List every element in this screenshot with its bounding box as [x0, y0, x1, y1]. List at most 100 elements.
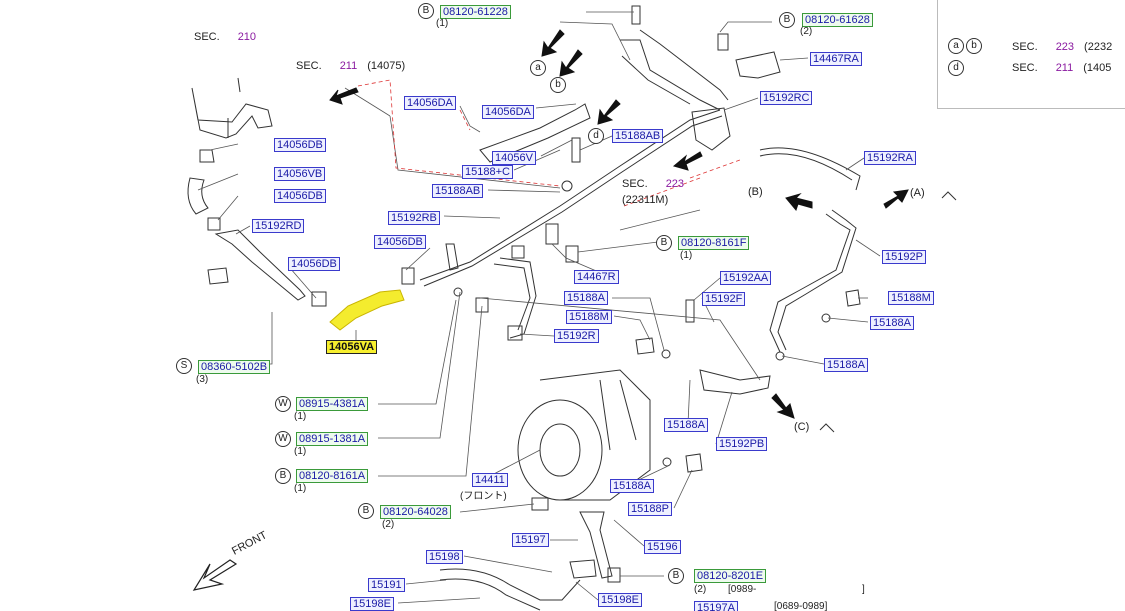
legend-sec-211: SEC.211(1405: [1012, 62, 1111, 74]
part-08120-64028[interactable]: 08120-64028: [380, 505, 451, 519]
front-jp-label: (フロント): [460, 491, 507, 502]
part-14056v[interactable]: 14056V: [492, 151, 536, 165]
part-15192rc[interactable]: 15192RC: [760, 91, 813, 105]
sec-number: 211: [339, 60, 358, 72]
part-15197a[interactable]: 15197A: [694, 601, 738, 611]
hose-14056va: [329, 289, 405, 331]
part-15188a[interactable]: 15188A: [664, 418, 708, 432]
date-range-label: [0689-0989]: [774, 601, 828, 611]
sec-code: (1405: [1083, 62, 1112, 74]
part-08915-4381a[interactable]: 08915-4381A: [296, 397, 369, 411]
part-15196[interactable]: 15196: [644, 540, 681, 554]
part-15192rb[interactable]: 15192RB: [388, 211, 440, 225]
part-15197[interactable]: 15197: [512, 533, 549, 547]
arrow-A: [883, 189, 909, 209]
qty: (1): [294, 483, 307, 494]
ref-letter-d: d: [588, 128, 604, 144]
part-15192p[interactable]: 15192P: [882, 250, 926, 264]
sec-number: 223: [1055, 41, 1075, 53]
part-14056da[interactable]: 14056DA: [404, 96, 456, 110]
part-08915-1381a[interactable]: 08915-1381A: [296, 432, 369, 446]
part-15188a[interactable]: 15188A: [564, 291, 608, 305]
bolt-letter-b: B: [358, 503, 374, 519]
part-15198[interactable]: 15198: [426, 550, 463, 564]
part-15188a[interactable]: 15188A: [870, 316, 914, 330]
part-14056db[interactable]: 14056DB: [274, 189, 326, 203]
part-15188ab[interactable]: 15188AB: [432, 184, 484, 198]
part-15188a[interactable]: 15188A: [824, 358, 868, 372]
ref-letter-b: b: [550, 77, 566, 93]
sec-211-label[interactable]: SEC. 211 (14075): [296, 60, 405, 72]
sec-label: SEC.: [194, 31, 220, 43]
date-range-label: [0989-: [728, 584, 757, 595]
sec-number: 210: [237, 31, 257, 43]
legend-box: [937, 0, 1125, 109]
part-08120-61628[interactable]: 08120-61628: [802, 13, 873, 27]
part-15192aa[interactable]: 15192AA: [720, 271, 772, 285]
part-15192pb[interactable]: 15192PB: [716, 437, 768, 451]
part-15188a[interactable]: 15188A: [610, 479, 654, 493]
part-08120-8161f[interactable]: 08120-8161F: [678, 236, 750, 250]
legend-letter-b: b: [966, 38, 982, 54]
sec-223-code: (22311M): [622, 194, 669, 206]
part-08120-8201e[interactable]: 08120-8201E: [694, 569, 767, 583]
part-15188m[interactable]: 15188M: [888, 291, 934, 305]
sec-label: SEC.: [1012, 62, 1038, 74]
ref-A: (A): [910, 187, 925, 199]
part-15188c[interactable]: 15188+C: [462, 165, 513, 179]
part-15198e[interactable]: 15198E: [598, 593, 642, 607]
qty: (2): [694, 584, 707, 595]
part-14056va-highlighted[interactable]: 14056VA: [326, 340, 378, 354]
screw-letter-s: S: [176, 358, 192, 374]
ref-C: (C): [794, 421, 810, 433]
sec-210-label[interactable]: SEC. 210: [194, 31, 256, 43]
qty: (2): [800, 26, 813, 37]
qty: (1): [436, 18, 449, 29]
arrow-B: [785, 192, 813, 212]
part-08120-61228[interactable]: 08120-61228: [440, 5, 511, 19]
qty: (1): [294, 446, 307, 457]
washer-letter-w: W: [275, 396, 291, 412]
part-14056vb[interactable]: 14056VB: [274, 167, 326, 181]
arrow-a: [541, 29, 565, 57]
part-08120-8161a[interactable]: 08120-8161A: [296, 469, 369, 483]
part-14411[interactable]: 14411: [472, 473, 508, 487]
part-14056da[interactable]: 14056DA: [482, 105, 534, 119]
part-15198e[interactable]: 15198E: [350, 597, 394, 611]
arrow-b: [559, 49, 583, 77]
part-14056db[interactable]: 14056DB: [374, 235, 426, 249]
part-15188ab[interactable]: 15188AB: [612, 129, 664, 143]
sec-number: 223: [665, 178, 685, 190]
part-15191[interactable]: 15191: [368, 578, 405, 592]
ref-B: (B): [748, 186, 763, 198]
sec-223-label[interactable]: SEC. 223: [622, 178, 684, 190]
bolt-letter-b: B: [275, 468, 291, 484]
arrow-sec211: [329, 87, 359, 105]
sec-label: SEC.: [622, 178, 648, 190]
qty: (1): [294, 411, 307, 422]
bolt-letter-b: B: [418, 3, 434, 19]
part-15192r[interactable]: 15192R: [554, 329, 599, 343]
part-15188m[interactable]: 15188M: [566, 310, 612, 324]
arrow-sec223: [672, 151, 703, 171]
part-15188p[interactable]: 15188P: [628, 502, 672, 516]
part-08360-5102b[interactable]: 08360-5102B: [198, 360, 271, 374]
part-15192ra[interactable]: 15192RA: [864, 151, 916, 165]
part-14467r[interactable]: 14467R: [574, 270, 619, 284]
sec-code: (14075): [367, 60, 406, 72]
part-15192f[interactable]: 15192F: [702, 292, 746, 306]
legend-sec-223: SEC.223(2232: [1012, 41, 1112, 53]
sec-code: (2232: [1084, 41, 1113, 53]
washer-letter-w: W: [275, 431, 291, 447]
bolt-letter-b: B: [656, 235, 672, 251]
part-15192rd[interactable]: 15192RD: [252, 219, 305, 233]
qty: (1): [680, 250, 693, 261]
part-14056db[interactable]: 14056DB: [288, 257, 340, 271]
sec-label: SEC.: [296, 60, 322, 72]
part-14467ra[interactable]: 14467RA: [810, 52, 862, 66]
date-range-end: ]: [862, 584, 865, 595]
part-14056db[interactable]: 14056DB: [274, 138, 326, 152]
bolt-letter-b: B: [668, 568, 684, 584]
